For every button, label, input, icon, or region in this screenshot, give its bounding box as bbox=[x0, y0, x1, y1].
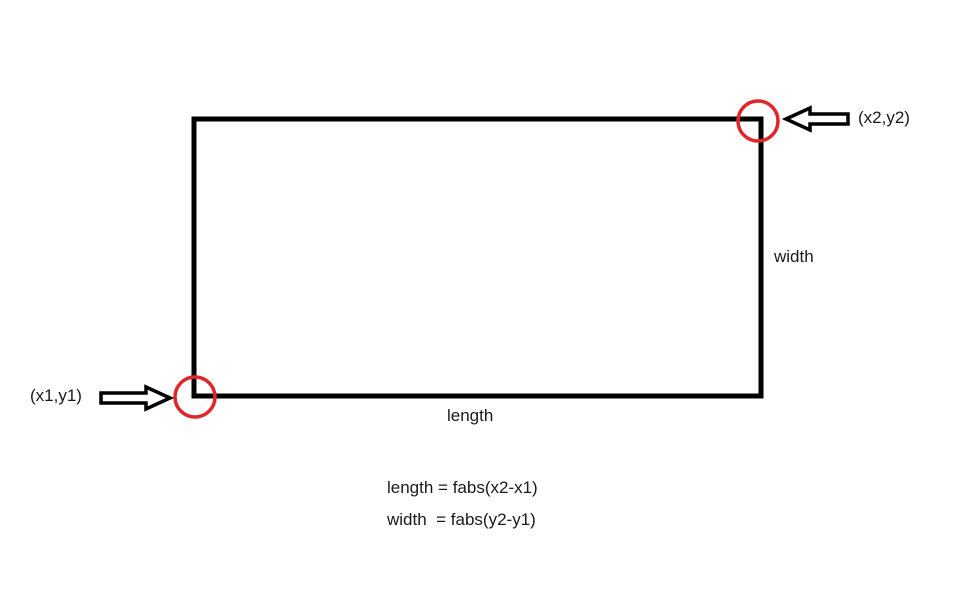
corner-highlight-top-right bbox=[736, 99, 780, 143]
side-label-length: length bbox=[447, 406, 494, 425]
point-label-bottom-left: (x1,y1) bbox=[30, 386, 82, 405]
corner-highlight-bottom-left bbox=[173, 375, 217, 419]
rectangle-outline bbox=[191, 116, 764, 399]
arrow-left-icon bbox=[781, 105, 850, 133]
side-label-width: width bbox=[774, 247, 814, 266]
formula-width: width = fabs(y2-y1) bbox=[387, 510, 536, 529]
formula-length: length = fabs(x2-x1) bbox=[387, 478, 538, 497]
point-label-top-right: (x2,y2) bbox=[858, 108, 910, 127]
arrow-right-icon bbox=[99, 384, 175, 412]
